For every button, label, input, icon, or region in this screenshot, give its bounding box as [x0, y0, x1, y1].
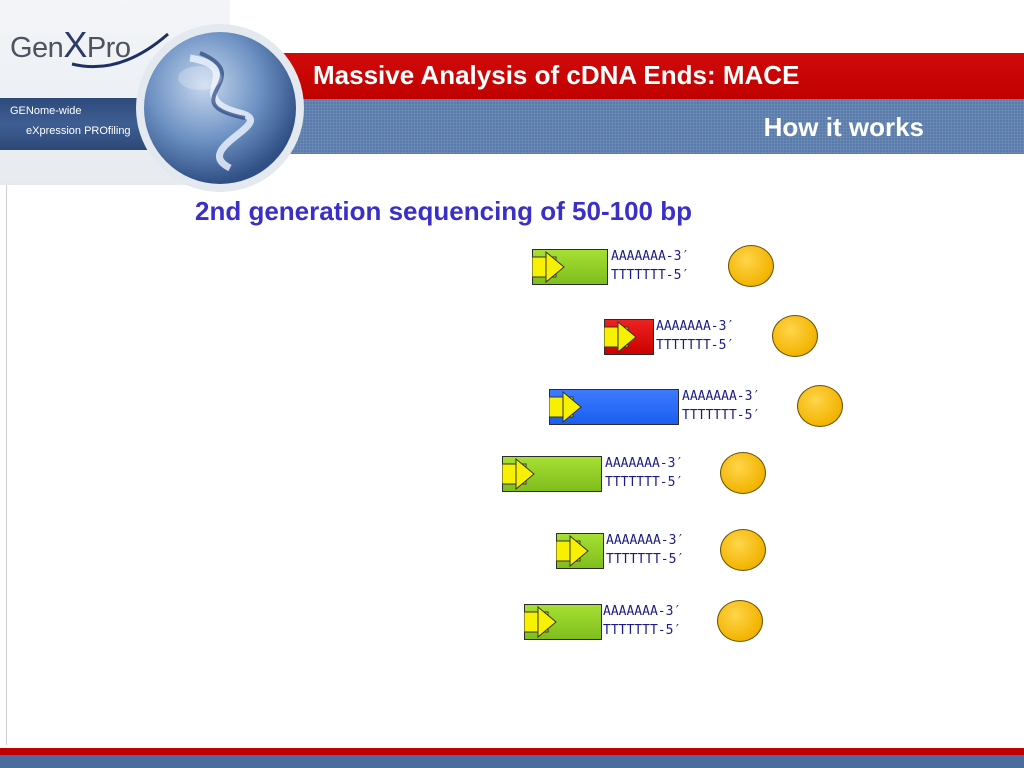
bead-icon — [717, 600, 763, 642]
seq-top: AAAAAAA-3′ — [656, 319, 735, 334]
tagline-line2: eXpression PROfiling — [26, 125, 131, 137]
footer-red-bar — [0, 748, 1024, 755]
bead-icon — [720, 452, 766, 494]
seq-bottom: TTTTTTT-5′ — [605, 475, 684, 490]
poly-a-sequence: AAAAAAA-3′ TTTTTTT-5′ — [656, 317, 734, 355]
footer-blue-bar — [0, 755, 1024, 768]
read-fragment: AAAAAAA-3′ TTTTTTT-5′ — [556, 529, 768, 575]
logo-swoosh-icon — [71, 32, 169, 69]
logo-prefix: Gen — [10, 32, 64, 64]
logo-suffix: Pro — [86, 32, 131, 64]
bead-icon — [728, 245, 774, 287]
adapter-arrow-icon — [532, 250, 565, 284]
seq-top: AAAAAAA-3′ — [603, 604, 682, 619]
adapter-arrow-icon — [604, 320, 637, 354]
tagline-line1: GENome-wide — [10, 105, 82, 117]
seq-bottom: TTTTTTT-5′ — [603, 623, 682, 638]
adapter-arrow-icon — [524, 605, 557, 639]
left-rule — [6, 185, 7, 745]
adapter-arrow-icon — [556, 534, 589, 568]
seq-bottom: TTTTTTT-5′ — [611, 268, 690, 283]
seq-bottom: TTTTTTT-5′ — [606, 552, 685, 567]
seq-top: AAAAAAA-3′ — [605, 456, 684, 471]
seq-top: AAAAAAA-3′ — [606, 533, 685, 548]
read-fragment: AAAAAAA-3′ TTTTTTT-5′ — [532, 245, 782, 291]
read-fragment: AAAAAAA-3′ TTTTTTT-5′ — [502, 452, 772, 498]
read-fragment: AAAAAAA-3′ TTTTTTT-5′ — [524, 600, 766, 646]
poly-a-sequence: AAAAAAA-3′ TTTTTTT-5′ — [606, 531, 684, 569]
adapter-arrow-icon — [502, 457, 535, 491]
poly-a-sequence: AAAAAAA-3′ TTTTTTT-5′ — [611, 247, 689, 285]
poly-a-sequence: AAAAAAA-3′ TTTTTTT-5′ — [682, 387, 760, 425]
page-subtitle: How it works — [763, 112, 924, 142]
bead-icon — [797, 385, 843, 427]
page-title: Massive Analysis of cDNA Ends: MACE — [313, 60, 800, 90]
seq-top: AAAAAAA-3′ — [611, 249, 690, 264]
poly-a-sequence: AAAAAAA-3′ TTTTTTT-5′ — [603, 602, 681, 640]
title-bar — [270, 53, 1024, 99]
dna-globe-icon — [136, 24, 304, 192]
read-fragment: AAAAAAA-3′ TTTTTTT-5′ — [604, 315, 824, 361]
adapter-arrow-icon — [549, 390, 582, 424]
logo-x: X — [63, 24, 87, 65]
section-heading: 2nd generation sequencing of 50-100 bp — [195, 196, 692, 226]
logo-text: GenXPro — [10, 24, 131, 66]
poly-a-sequence: AAAAAAA-3′ TTTTTTT-5′ — [605, 454, 683, 492]
subtitle-bar — [270, 99, 1024, 154]
seq-top: AAAAAAA-3′ — [682, 389, 761, 404]
seq-bottom: TTTTTTT-5′ — [682, 408, 761, 423]
bead-icon — [720, 529, 766, 571]
read-fragment: AAAAAAA-3′ TTTTTTT-5′ — [549, 385, 849, 431]
read-bar — [549, 389, 679, 425]
seq-bottom: TTTTTTT-5′ — [656, 338, 735, 353]
bead-icon — [772, 315, 818, 357]
